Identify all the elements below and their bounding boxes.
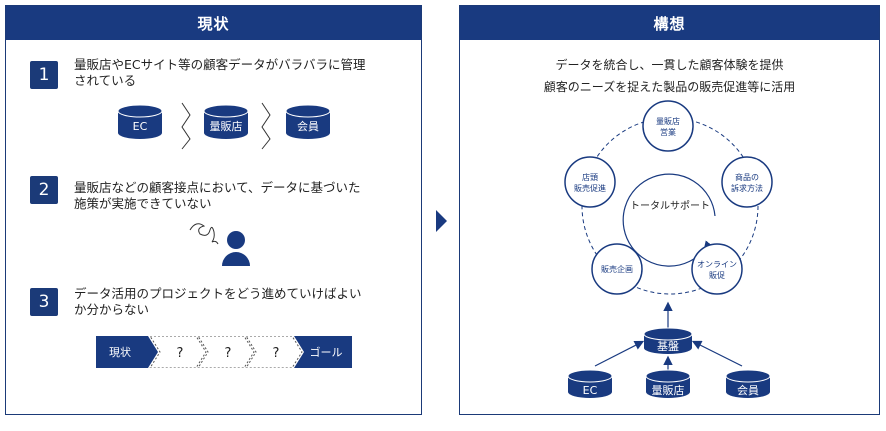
silo-store-cylinder: 量販店 [203,104,249,139]
source-store-label: 量販店 [652,383,685,397]
vision-panel: 構想 データを統合し、一貫した顧客体験を提供 顧客のニーズを捉えた製品の販売促進… [459,5,880,415]
node-store-sales: 量販店 営業 [642,100,694,152]
node-product-appeal-l2: 訴求方法 [731,183,763,193]
vision-subtitle-2: 顧客のニーズを捉えた製品の販売促進等に活用 [543,80,796,94]
item-number-3: 3 [30,288,58,316]
step-unknown-1 [149,336,207,368]
source-ec-arrow [594,340,645,367]
item-3-text: データ活用のプロジェクトをどう進めていけばよい か分からない [74,286,362,318]
step-current [96,336,158,368]
node-instore-promo-l1: 店頭 [582,172,598,182]
support-cycle-diagram: トータルサポート 量販店 営業 商品の 訴求方法 オンライン 販促 販売企画 店… [564,100,773,398]
separator-zigzag-2 [261,102,271,150]
step-unknown-1-label: ? [177,346,184,361]
item-number-2: 2 [30,176,58,204]
step-current-label: 現状 [109,345,131,359]
source-member-label: 会員 [737,384,759,397]
separator-zigzag-1 [181,102,191,150]
confused-person-icon [189,223,250,266]
item-1-text: 量販店やECサイト等の顧客データがバラバラに管理 されている [74,57,366,89]
node-instore-promo-l2: 販売促進 [574,183,606,193]
source-store-cylinder: 量販店 [645,369,691,398]
item-3-line1: データ活用のプロジェクトをどう進めていけばよい [74,286,362,301]
source-member-cylinder: 会員 [725,369,771,398]
step-goal [294,336,352,368]
source-member-arrow [691,340,743,367]
platform-label: 基盤 [657,340,679,353]
step-unknown-3-label: ? [273,346,280,361]
transition-arrow-icon [436,210,447,232]
item-2-line1: 量販店などの顧客接点において、データに基づいた [74,180,361,195]
item-1-line2: されている [74,73,137,88]
node-online-promo: オンライン 販促 [691,243,743,295]
total-support-label: トータルサポート [630,200,710,212]
platform-cylinder: 基盤 [643,327,693,354]
silo-member-label: 会員 [297,120,319,133]
item-1-line1: 量販店やECサイト等の顧客データがバラバラに管理 [74,57,366,72]
node-sales-planning-l1: 販売企画 [601,264,633,274]
node-online-promo-l1: オンライン [697,260,737,269]
source-ec-cylinder: EC [567,369,613,398]
item-2-text: 量販店などの顧客接点において、データに基づいた 施策が実施できていない [74,180,361,212]
item-number-1: 1 [30,61,58,89]
node-store-sales-l2: 営業 [660,127,676,137]
silo-store-label: 量販店 [210,119,243,133]
node-sales-planning: 販売企画 [591,243,643,295]
node-online-promo-l2: 販促 [709,270,725,280]
current-state-title: 現状 [6,6,421,40]
node-product-appeal-l1: 商品の [735,172,759,182]
step-unknown-2-label: ? [225,346,232,361]
vision-subtitle-1: データを統合し、一貫した顧客体験を提供 [555,58,784,72]
item-2-line2: 施策が実施できていない [74,196,212,211]
silo-member-cylinder: 会員 [285,104,331,139]
node-store-sales-l1: 量販店 [656,116,680,126]
silo-ec-label: EC [133,120,148,133]
node-product-appeal: 商品の 訴求方法 [721,156,773,208]
item-3-line2: か分からない [74,302,150,317]
source-ec-label: EC [583,384,598,397]
data-silos-diagram: EC 量販店 会員 [117,102,331,150]
inner-cycle-arrow [622,173,716,267]
current-state-panel: 現状 1 量販店やECサイト等の顧客データがバラバラに管理 されている EC 量… [5,5,422,415]
vision-title: 構想 [460,6,879,40]
step-goal-label: ゴール [310,345,343,359]
step-unknown-2 [197,336,255,368]
silo-ec-cylinder: EC [117,104,163,139]
roadmap-chevrons: 現状 ? ? ? ゴール [96,336,352,368]
node-instore-promo: 店頭 販売促進 [564,156,616,208]
step-unknown-3 [245,336,303,368]
